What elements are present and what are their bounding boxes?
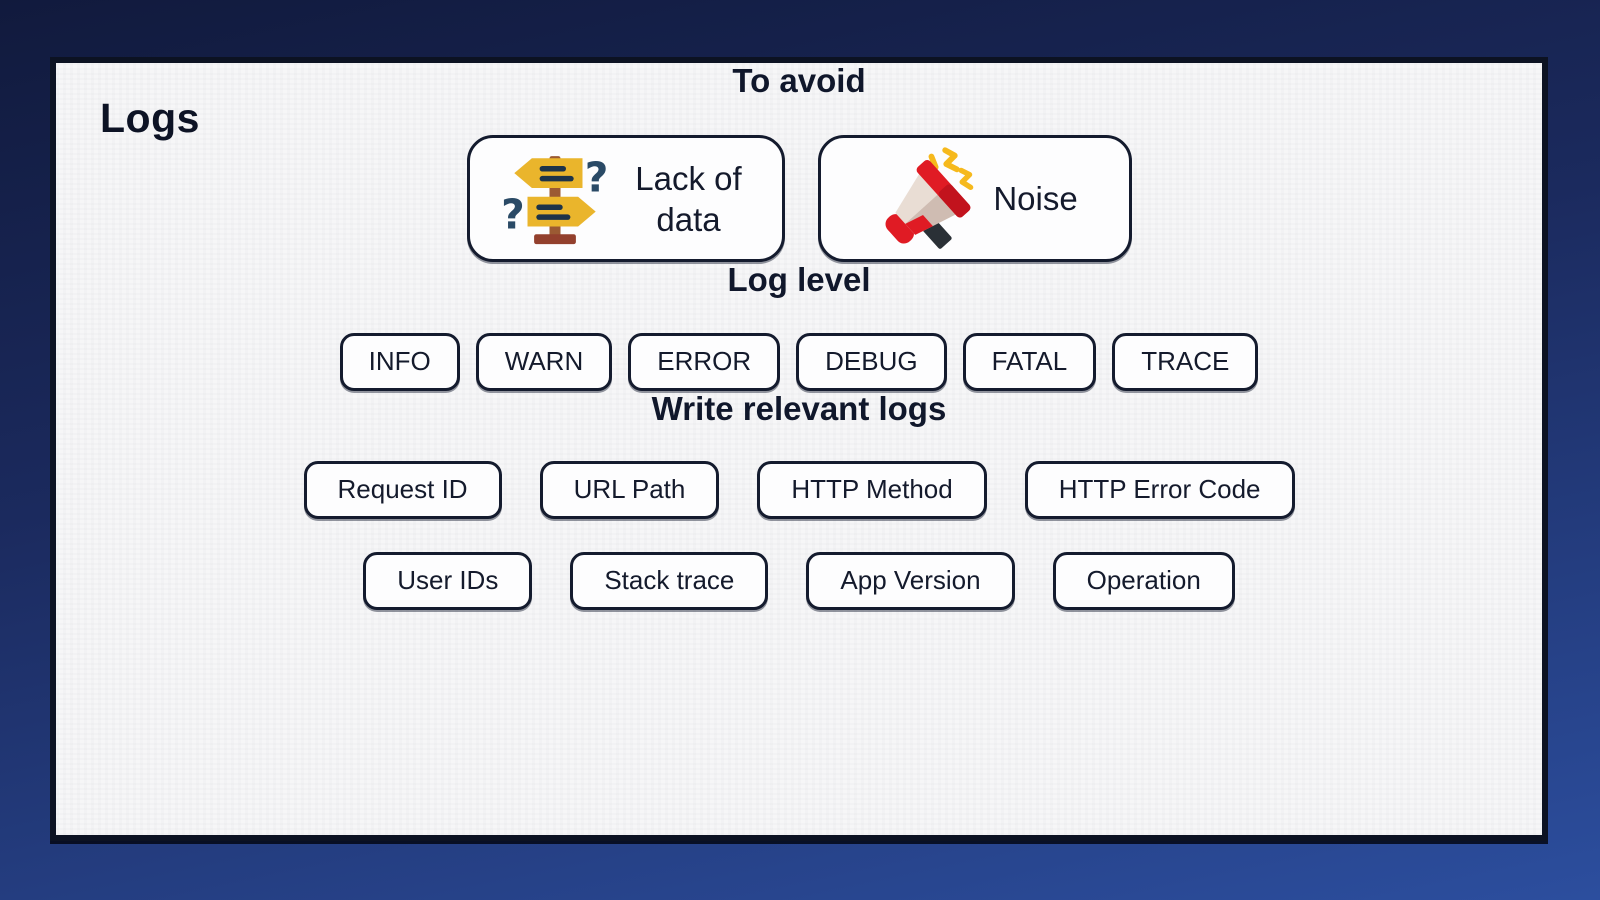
relevant-logs-row-2: User IDs Stack trace App Version Operati… bbox=[363, 551, 1235, 610]
log-level-chip-trace: TRACE bbox=[1112, 332, 1259, 391]
megaphone-icon bbox=[871, 146, 977, 252]
log-field-chip-stack-trace: Stack trace bbox=[570, 551, 769, 610]
avoid-box-label: Lack of data bbox=[635, 159, 742, 238]
signpost-icon: ? ? bbox=[500, 143, 610, 255]
log-field-chip-url-path: URL Path bbox=[539, 460, 720, 519]
svg-text:?: ? bbox=[501, 190, 525, 238]
logs-card: Logs To avoid ? ? bbox=[50, 57, 1548, 841]
log-field-chip-http-method: HTTP Method bbox=[757, 460, 987, 519]
section-heading-log-level: Log level bbox=[727, 261, 871, 299]
card-content: To avoid ? ? bbox=[56, 62, 1542, 610]
section-heading-write-relevant-logs: Write relevant logs bbox=[651, 389, 947, 427]
avoid-box-noise: Noise bbox=[817, 135, 1132, 263]
log-level-chip-info: INFO bbox=[339, 332, 460, 391]
log-level-row: INFO WARN ERROR DEBUG FATAL TRACE bbox=[339, 332, 1259, 391]
log-level-chip-fatal: FATAL bbox=[962, 332, 1097, 391]
log-field-chip-operation: Operation bbox=[1052, 551, 1235, 610]
svg-text:?: ? bbox=[584, 153, 608, 201]
avoid-box-label: Noise bbox=[993, 180, 1078, 218]
relevant-logs-row-1: Request ID URL Path HTTP Method HTTP Err… bbox=[303, 460, 1295, 519]
log-level-chip-warn: WARN bbox=[475, 332, 613, 391]
log-field-chip-request-id: Request ID bbox=[303, 460, 502, 519]
avoid-box-lack-of-data: ? ? Lack of data bbox=[466, 135, 785, 263]
log-field-chip-http-error-code: HTTP Error Code bbox=[1024, 460, 1295, 519]
log-field-chip-user-ids: User IDs bbox=[363, 551, 533, 610]
page-title: Logs bbox=[100, 95, 200, 141]
log-level-chip-debug: DEBUG bbox=[796, 332, 947, 391]
section-heading-to-avoid: To avoid bbox=[732, 62, 866, 99]
log-field-chip-app-version: App Version bbox=[806, 551, 1015, 610]
avoid-section: ? ? Lack of data bbox=[466, 135, 1132, 263]
log-level-chip-error: ERROR bbox=[628, 332, 781, 391]
